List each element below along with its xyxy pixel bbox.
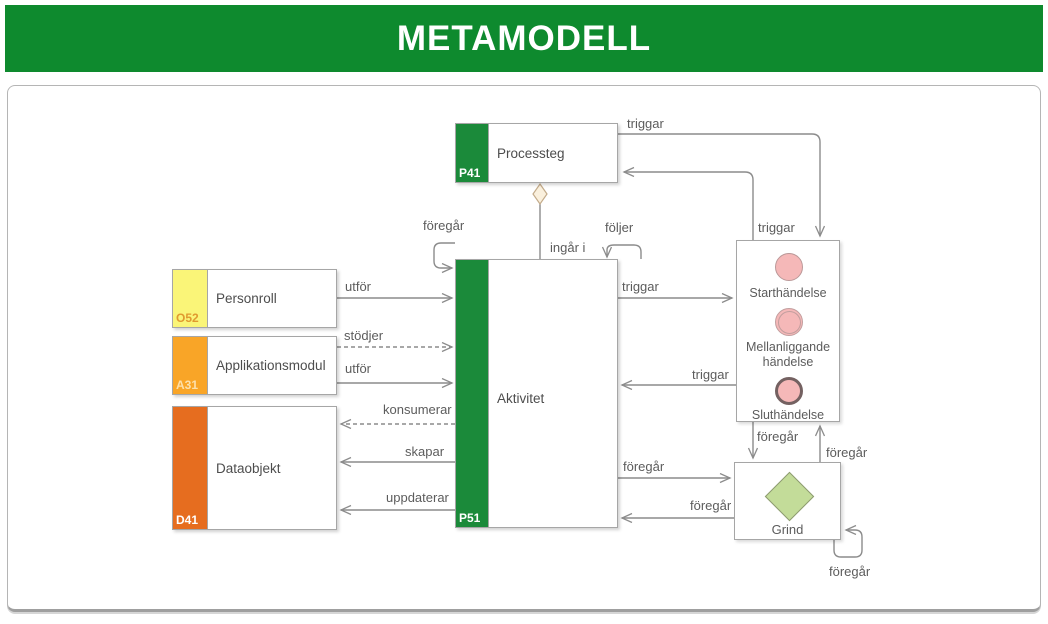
edge-label-processteg-triggar: triggar (627, 116, 664, 131)
processteg-tag-band: P41 (456, 124, 489, 182)
edge-label-konsumerar: konsumerar (383, 402, 452, 417)
edge-label-uppdaterar: uppdaterar (386, 490, 449, 505)
edge-label-ingar-i: ingår i (550, 240, 586, 255)
applikationsmodul-tag-band: A31 (173, 337, 208, 394)
edge-label-grind-foregar-handelse: föregår (826, 445, 868, 460)
edge-label-aktivitet-foregar-grind: föregår (623, 459, 665, 474)
edge-label-foljer: följer (605, 220, 634, 235)
edge-label-stodjer: stödjer (344, 328, 384, 343)
processteg-tag: P41 (459, 166, 481, 180)
starthandelse-label: Starthändelse (749, 286, 827, 300)
grind-label: Grind (771, 522, 804, 537)
personroll-label: Personroll (216, 291, 277, 306)
entity-grind[interactable]: Grind (734, 462, 841, 540)
aktivitet-tag: P51 (459, 511, 481, 525)
dataobjekt-label: Dataobjekt (216, 460, 281, 476)
entity-applikationsmodul[interactable]: A31 Applikationsmodul (172, 336, 337, 395)
edge-label-handelse-foregar-grind: föregår (757, 429, 799, 444)
start-event-circle-icon (775, 253, 803, 281)
entity-personroll[interactable]: O52 Personroll (172, 269, 337, 328)
applikationsmodul-label: Applikationsmodul (216, 358, 326, 373)
dataobjekt-tag-band: D41 (173, 407, 208, 529)
sluthandelse-label: Sluthändelse (751, 408, 825, 422)
intermediate-event-circle-icon (775, 308, 803, 336)
mellanliggande-handelse-label: Mellanliggande händelse (745, 340, 831, 369)
edge-label-personroll-utfor: utför (345, 279, 372, 294)
aktivitet-tag-band: P51 (456, 260, 489, 527)
edge-label-grind-foregar-aktivitet: föregår (690, 498, 732, 513)
gateway-diamond-icon (764, 471, 815, 522)
edge-label-aktivitet-triggar: triggar (622, 279, 659, 294)
edge-label-applikationsmodul-utfor: utför (345, 361, 372, 376)
processteg-label: Processteg (497, 145, 565, 161)
page-header: METAMODELL (5, 5, 1043, 72)
edge-label-handelse-triggar-aktivitet: triggar (692, 367, 729, 382)
dataobjekt-tag: D41 (176, 513, 199, 527)
aktivitet-label: Aktivitet (497, 391, 545, 406)
entity-aktivitet[interactable]: P51 Aktivitet (455, 259, 618, 528)
entity-processteg[interactable]: P41 Processteg (455, 123, 618, 183)
applikationsmodul-tag: A31 (176, 378, 199, 392)
page-title: METAMODELL (396, 18, 652, 58)
edge-label-foregar-loop-aktivitet: föregår (423, 218, 465, 233)
entity-dataobjekt[interactable]: D41 Dataobjekt (172, 406, 337, 530)
end-event-circle-icon (775, 377, 803, 405)
personroll-tag: O52 (176, 311, 199, 325)
edge-label-skapar: skapar (405, 444, 445, 459)
edge-label-handelse-triggar-processteg: triggar (758, 220, 795, 235)
personroll-tag-band: O52 (173, 270, 208, 327)
edge-label-grind-foregar-loop: föregår (829, 564, 871, 579)
entity-handelser[interactable]: Starthändelse Mellanliggande händelse Sl… (736, 240, 840, 422)
